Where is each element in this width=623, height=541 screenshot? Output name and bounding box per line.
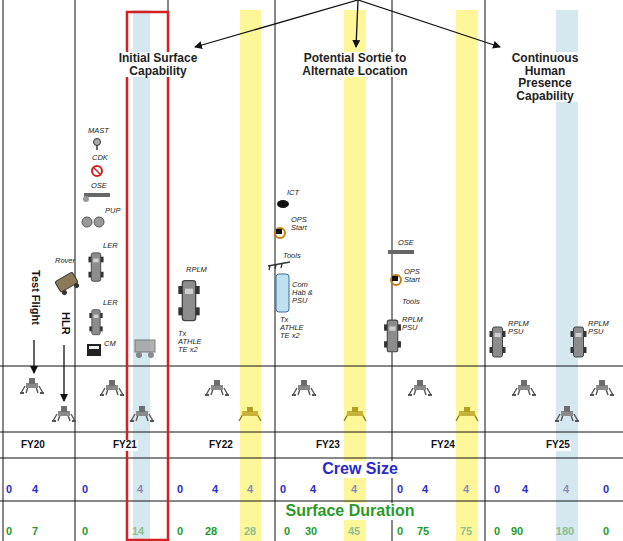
crew-number: 4 bbox=[212, 484, 218, 496]
duration-number: 90 bbox=[511, 526, 523, 538]
milestone-heading: Initial Surface Capability bbox=[91, 52, 225, 77]
element-label: CDK bbox=[92, 154, 108, 162]
element-label: LER bbox=[103, 242, 118, 250]
crew-number: 4 bbox=[137, 484, 143, 496]
milestone-heading: Potential Sortie to Alternate Location bbox=[278, 52, 432, 77]
element-label: Tools bbox=[402, 298, 420, 306]
crew-number: 0 bbox=[177, 484, 183, 496]
element-label: OPS Start bbox=[404, 268, 428, 284]
duration-number: 14 bbox=[132, 526, 144, 538]
duration-number: 0 bbox=[177, 526, 183, 538]
element-label: CM bbox=[104, 340, 116, 348]
element-label: Tools bbox=[283, 252, 301, 260]
crew-number: 0 bbox=[603, 484, 609, 496]
row-title: Crew Size bbox=[319, 461, 401, 478]
flight-label: HLR bbox=[59, 312, 71, 335]
element-label: Tx ATHLE TE x2 bbox=[280, 316, 310, 340]
crew-number: 0 bbox=[397, 484, 403, 496]
element-label: PUP bbox=[105, 207, 120, 215]
duration-number: 0 bbox=[6, 526, 12, 538]
crew-number: 4 bbox=[563, 484, 569, 496]
element-label: RPLM bbox=[186, 266, 207, 274]
duration-number: 0 bbox=[82, 526, 88, 538]
crew-number: 0 bbox=[280, 484, 286, 496]
fiscal-year: FY20 bbox=[20, 440, 46, 451]
flight-label: Test Flight bbox=[29, 270, 41, 325]
duration-number: 75 bbox=[460, 526, 472, 538]
element-label: Tx ATHLE TE x2 bbox=[178, 330, 208, 354]
fiscal-year: FY21 bbox=[112, 440, 138, 451]
duration-number: 75 bbox=[417, 526, 429, 538]
duration-number: 45 bbox=[348, 526, 360, 538]
fiscal-year: FY24 bbox=[430, 440, 456, 451]
crew-number: 4 bbox=[422, 484, 428, 496]
crew-number: 0 bbox=[494, 484, 500, 496]
element-label: OSE bbox=[398, 239, 414, 247]
crew-number: 4 bbox=[351, 484, 357, 496]
element-label: RPLM PSU bbox=[588, 320, 614, 336]
element-label: RPLM PSU bbox=[508, 320, 534, 336]
duration-number: 28 bbox=[205, 526, 217, 538]
crew-number: 4 bbox=[522, 484, 528, 496]
element-label: Com Hab & PSU bbox=[292, 281, 320, 305]
crew-number: 4 bbox=[463, 484, 469, 496]
duration-number: 0 bbox=[284, 526, 290, 538]
crew-number: 4 bbox=[247, 484, 253, 496]
fiscal-year: FY25 bbox=[545, 440, 571, 451]
element-label: RPLM PSU bbox=[402, 316, 428, 332]
crew-number: 0 bbox=[82, 484, 88, 496]
duration-number: 0 bbox=[603, 526, 609, 538]
duration-number: 28 bbox=[244, 526, 256, 538]
element-label: Rover bbox=[55, 257, 75, 265]
row-title: Surface Duration bbox=[283, 503, 418, 520]
element-label: OPS Start bbox=[291, 216, 315, 232]
element-label: MAST bbox=[88, 127, 109, 135]
element-label: LER bbox=[103, 299, 118, 307]
fiscal-year: FY22 bbox=[208, 440, 234, 451]
crew-number: 0 bbox=[6, 484, 12, 496]
milestone-heading: Continuous Human Presence Capability bbox=[506, 52, 584, 102]
fiscal-year: FY23 bbox=[315, 440, 341, 451]
duration-number: 0 bbox=[494, 526, 500, 538]
duration-number: 0 bbox=[397, 526, 403, 538]
duration-number: 30 bbox=[305, 526, 317, 538]
crew-number: 4 bbox=[310, 484, 316, 496]
element-label: ICT bbox=[287, 189, 299, 197]
duration-number: 180 bbox=[556, 526, 574, 538]
duration-number: 7 bbox=[32, 526, 38, 538]
element-label: OSE bbox=[91, 182, 107, 190]
crew-number: 4 bbox=[32, 484, 38, 496]
